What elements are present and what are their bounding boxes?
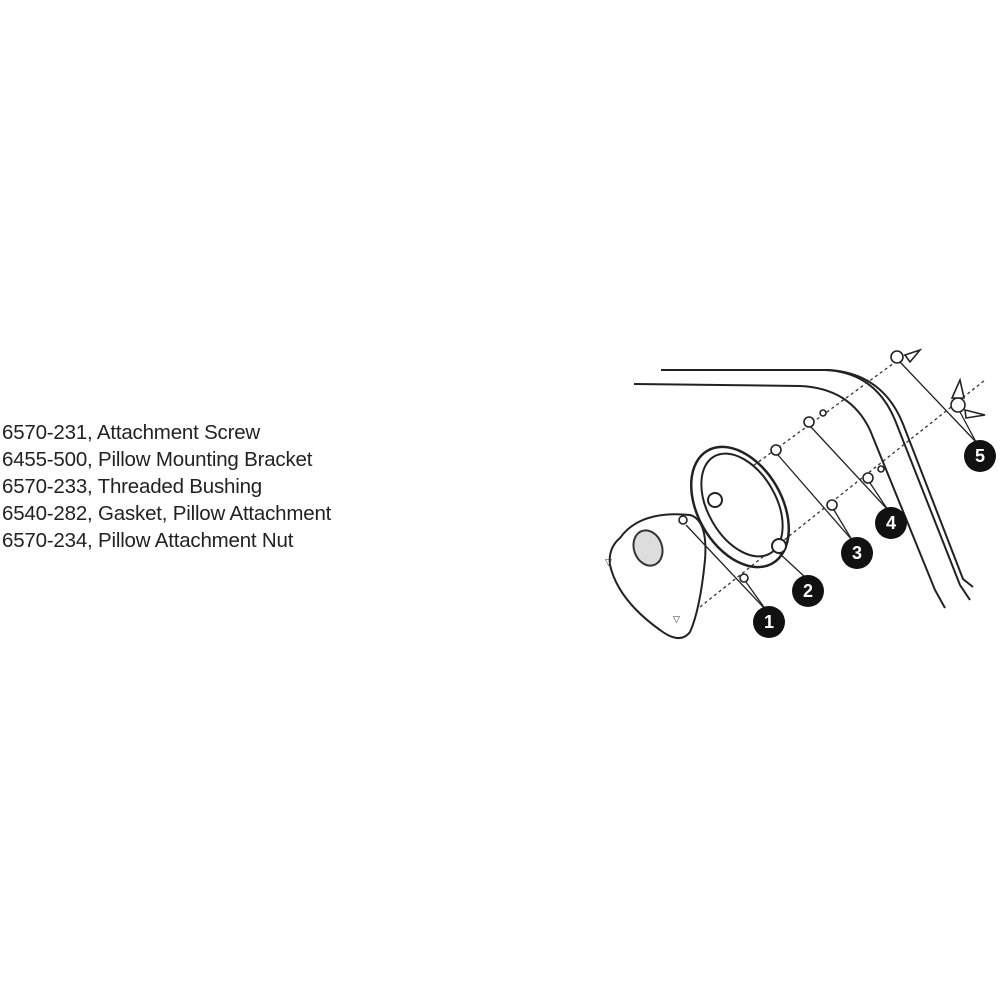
bushing-icon: [770, 444, 782, 456]
nut-icon: [890, 350, 904, 364]
bushing-icon: [826, 499, 838, 511]
callout-4: 4: [875, 507, 907, 539]
callout-label: 5: [975, 446, 985, 466]
pillow: ▽ ▽: [605, 513, 707, 639]
callout-2: 2: [792, 575, 824, 607]
callout-label: 3: [852, 543, 862, 563]
leader-lines: [685, 361, 977, 611]
mounting-bracket: [689, 445, 791, 569]
screw-icon: [678, 515, 688, 525]
parts-list-item: 6570-234, Pillow Attachment Nut: [2, 529, 294, 552]
callout-3: 3: [841, 537, 873, 569]
hardware: [678, 348, 986, 583]
parts-list-item: 6570-233, Threaded Bushing: [2, 475, 262, 498]
parts-list-item: 6570-231, Attachment Screw: [2, 421, 261, 444]
parts-list: 6570-231, Attachment Screw 6455-500, Pil…: [2, 419, 331, 554]
pillow-logo-mark: ▽: [605, 557, 612, 567]
frame-tubes: [633, 369, 974, 609]
parts-list-item: 6540-282, Gasket, Pillow Attachment: [2, 502, 332, 525]
nut-icon: [950, 397, 966, 413]
gasket-icon: [862, 472, 874, 484]
callout-label: 1: [764, 612, 774, 632]
screw-icon: [739, 573, 749, 583]
callout-label: 4: [886, 513, 896, 533]
callout-5: 5: [964, 440, 996, 472]
pillow-logo-mark: ▽: [673, 614, 680, 624]
callout-1: 1: [753, 606, 785, 638]
parts-list-item: 6455-500, Pillow Mounting Bracket: [2, 448, 313, 471]
callout-label: 2: [803, 581, 813, 601]
gasket-icon: [803, 416, 815, 428]
